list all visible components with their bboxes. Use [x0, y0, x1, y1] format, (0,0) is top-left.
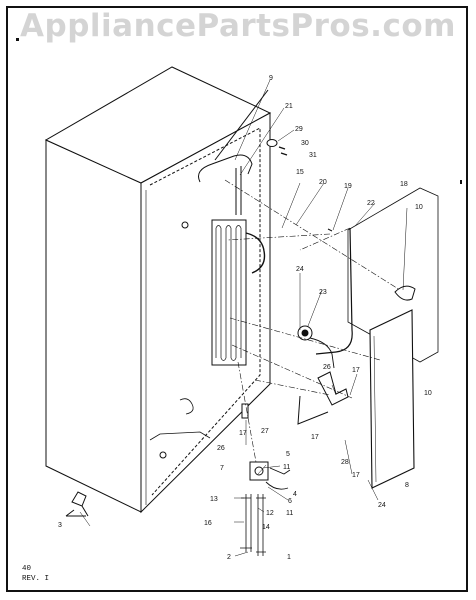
callout-15: 15	[296, 169, 304, 176]
callout-16: 16	[204, 520, 212, 527]
callout-10-top: 10	[415, 204, 423, 211]
callout-24-upper: 24	[296, 266, 304, 273]
thermostat	[297, 325, 335, 369]
callout-29: 29	[295, 126, 303, 133]
callout-1: 1	[287, 554, 291, 561]
callout-11-upper: 11	[283, 464, 290, 471]
callout-20: 20	[319, 179, 327, 186]
callout-26-lower: 26	[217, 445, 225, 452]
callout-18: 18	[400, 181, 408, 188]
evaporator-coil	[211, 219, 247, 366]
callout-labels: 9 21 29 30 31 15 20 19 18 10 22 24 23 10…	[58, 75, 432, 561]
leader-lines	[79, 79, 408, 557]
callout-31: 31	[309, 152, 317, 159]
callout-4: 4	[293, 491, 297, 498]
callout-22: 22	[367, 200, 375, 207]
watermark: AppliancePartsPros.com	[20, 8, 456, 44]
callout-26-upper: 26	[323, 364, 331, 371]
cabinet	[44, 66, 272, 514]
callout-23: 23	[319, 289, 327, 296]
cabinet-bottom-details	[149, 221, 211, 459]
leveling-foot	[65, 491, 89, 517]
callout-14: 14	[262, 524, 270, 531]
callout-17-left: 17	[239, 430, 247, 437]
lower-bracket	[240, 371, 349, 556]
callout-6: 6	[288, 498, 292, 505]
back-panel	[347, 187, 439, 363]
callout-5: 5	[286, 451, 290, 458]
revision-label: REV. I	[22, 575, 49, 583]
callout-13: 13	[210, 496, 218, 503]
drain-tube	[315, 227, 353, 355]
alignment-lines	[224, 179, 401, 463]
fasteners	[266, 139, 333, 232]
page-number: 40	[22, 565, 32, 573]
callout-17-lower: 17	[352, 472, 360, 479]
callout-17-upper: 17	[352, 367, 360, 374]
callout-7: 7	[220, 465, 224, 472]
callout-2: 2	[227, 554, 231, 561]
callout-27: 27	[261, 428, 269, 435]
side-trim	[369, 309, 415, 489]
callout-9: 9	[269, 75, 273, 82]
callout-11-lower: 11	[286, 510, 293, 517]
edge-marks	[16, 38, 462, 184]
callout-19: 19	[344, 183, 352, 190]
callout-12: 12	[266, 510, 274, 517]
callout-30: 30	[301, 140, 309, 147]
callout-10-side: 10	[424, 390, 432, 397]
callout-3: 3	[58, 522, 62, 529]
callout-24-lower: 24	[378, 502, 386, 509]
diagram-frame	[6, 6, 468, 592]
callout-28: 28	[341, 459, 349, 466]
callout-17-mid: 17	[311, 434, 319, 441]
callout-21: 21	[285, 103, 293, 110]
callout-8: 8	[405, 482, 409, 489]
